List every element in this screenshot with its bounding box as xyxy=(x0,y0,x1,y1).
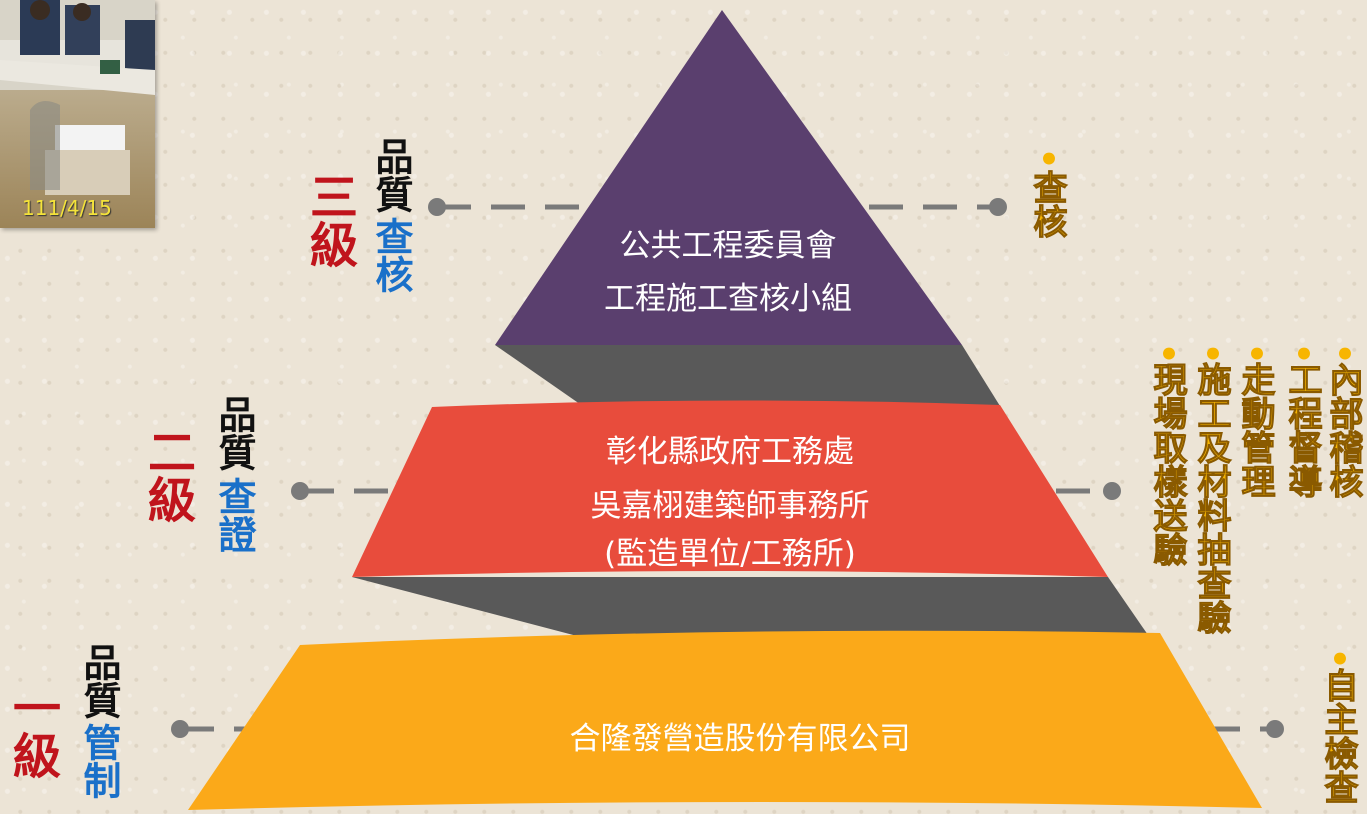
tier-base-level: 一級 xyxy=(4,683,60,779)
shadow-band-upper xyxy=(495,345,1000,418)
shadow-band-lower xyxy=(352,577,1148,642)
action-dot: • xyxy=(1320,640,1360,680)
meeting-photo: 111/4/15 xyxy=(0,0,155,228)
tier-top-label-2: 工程施工查核小組 xyxy=(604,281,852,317)
tier-top-word1: 品質 xyxy=(369,137,413,213)
tier-middle-label-2: 吳嘉栩建築師事務所 xyxy=(590,488,870,524)
tier-middle-shape xyxy=(352,400,1108,577)
photo-date: 111/4/15 xyxy=(22,196,112,220)
meeting-photo-scene xyxy=(0,0,155,195)
action-dot: • xyxy=(1325,335,1365,375)
tier-middle-level: 二級 xyxy=(139,427,195,523)
tier-base-word2: 管制 xyxy=(77,723,121,799)
tier-middle-action-3: 走動管理 xyxy=(1235,362,1276,499)
tier-base-word1: 品質 xyxy=(77,643,121,719)
tier-top-shape xyxy=(495,10,962,345)
tier-middle-label-3: (監造單位/工務所) xyxy=(604,536,856,572)
tier-base-label-1: 合隆發營造股份有限公司 xyxy=(569,721,911,757)
tier-base-action-1: 自主檢查 xyxy=(1318,668,1359,805)
tier-top-action-1: 查核 xyxy=(1027,170,1068,239)
tier-middle-action-4: 施工及材料抽查驗 xyxy=(1191,362,1232,635)
tier-middle-word1: 品質 xyxy=(212,395,256,471)
tier-top-word2: 查核 xyxy=(369,217,413,293)
action-dot: • xyxy=(1193,335,1233,375)
action-dot: • xyxy=(1149,335,1189,375)
tier-base-shape xyxy=(188,630,1262,810)
tier-middle-action-1: 內部稽核 xyxy=(1323,362,1364,499)
tier-top-level: 三級 xyxy=(301,172,357,268)
action-dot: • xyxy=(1029,140,1069,180)
tier-middle-action-2: 工程督導 xyxy=(1282,362,1323,499)
tier-middle-action-5: 現場取樣送驗 xyxy=(1147,362,1188,567)
tier-middle-label-1: 彰化縣政府工務處 xyxy=(606,434,854,470)
action-dot: • xyxy=(1284,335,1324,375)
tier-middle-word2: 查證 xyxy=(212,477,256,553)
tier-top-label-1: 公共工程委員會 xyxy=(619,228,837,264)
connector-dots xyxy=(171,198,1284,738)
action-dot: • xyxy=(1237,335,1277,375)
